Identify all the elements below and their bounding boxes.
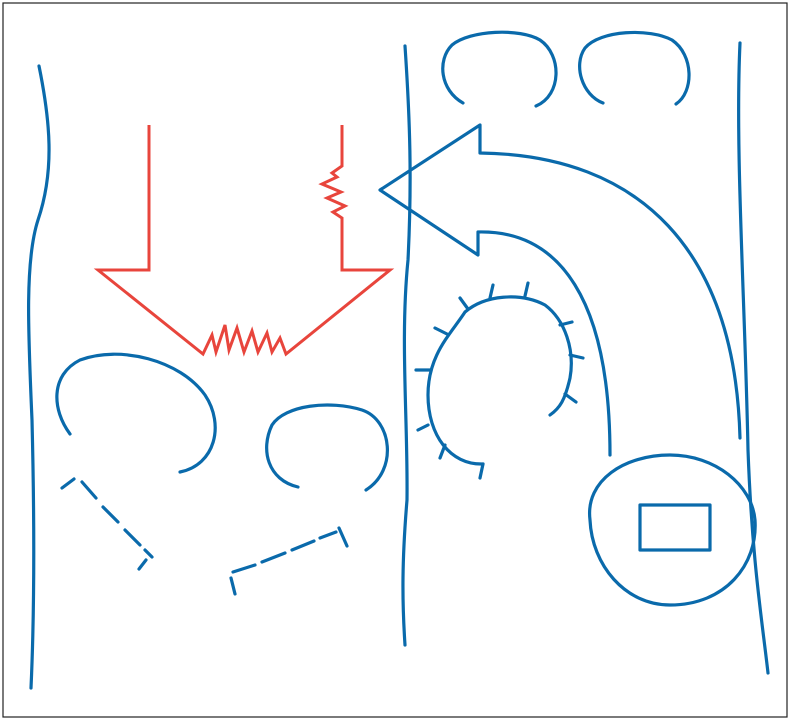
right-boundary-line xyxy=(737,41,770,675)
defensive-position-ticks xyxy=(414,281,585,480)
friendly-counterattack-arrow xyxy=(378,123,742,457)
enemy-attack-arrow xyxy=(93,125,395,358)
screen-line-dashed xyxy=(60,477,154,571)
unit-symbol-rectangle xyxy=(638,503,712,552)
friendly-unit-arc xyxy=(441,30,558,108)
left-boundary-line xyxy=(26,64,51,690)
unit-oval xyxy=(588,453,757,607)
screen-line-dashed xyxy=(229,526,349,596)
friendly-unit-arc xyxy=(55,352,217,474)
friendly-unit-arc xyxy=(265,403,389,492)
friendly-unit-arc xyxy=(578,30,691,106)
center-boundary-line xyxy=(401,44,412,647)
friendly-defensive-position xyxy=(426,295,573,466)
